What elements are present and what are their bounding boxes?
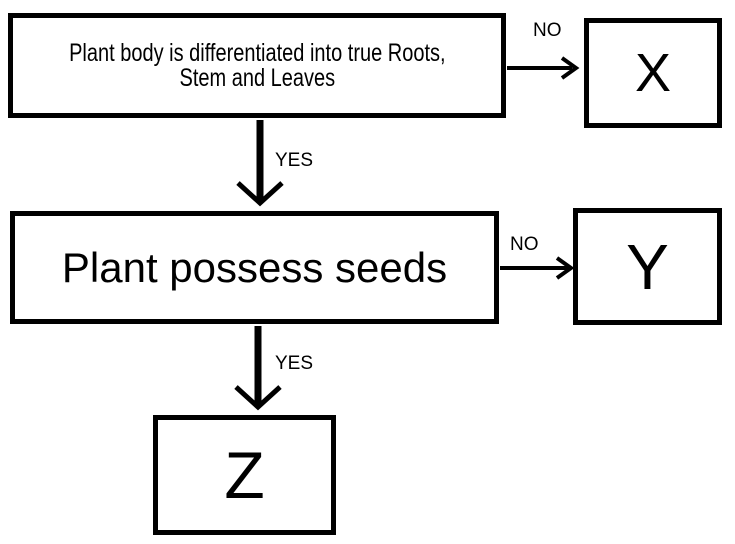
result-label-y: Y	[626, 230, 669, 303]
question-text-roots-stem-leaves: Plant body is differentiated into true R…	[68, 38, 446, 92]
question-box-seeds: Plant possess seeds	[10, 211, 499, 324]
arrowhead-q2-to-y	[555, 256, 575, 280]
question-box-roots-stem-leaves: Plant body is differentiated into true R…	[8, 13, 506, 118]
arrowhead-q1-to-x	[560, 56, 580, 80]
edge-label-q2-yes: YES	[275, 353, 314, 374]
result-label-x: X	[634, 43, 672, 103]
edge-label-q1-no: NO	[533, 20, 562, 41]
result-box-x: X	[584, 18, 722, 128]
result-box-y: Y	[573, 208, 722, 325]
edge-label-q2-no: NO	[510, 234, 539, 255]
arrowhead-q1-to-q2	[236, 181, 284, 207]
edge-label-q1-yes: YES	[275, 150, 314, 171]
result-label-z: Z	[224, 438, 265, 512]
result-box-z: Z	[153, 415, 336, 535]
arrowhead-q2-to-z	[234, 385, 282, 411]
question-text-seeds: Plant possess seeds	[61, 243, 448, 291]
